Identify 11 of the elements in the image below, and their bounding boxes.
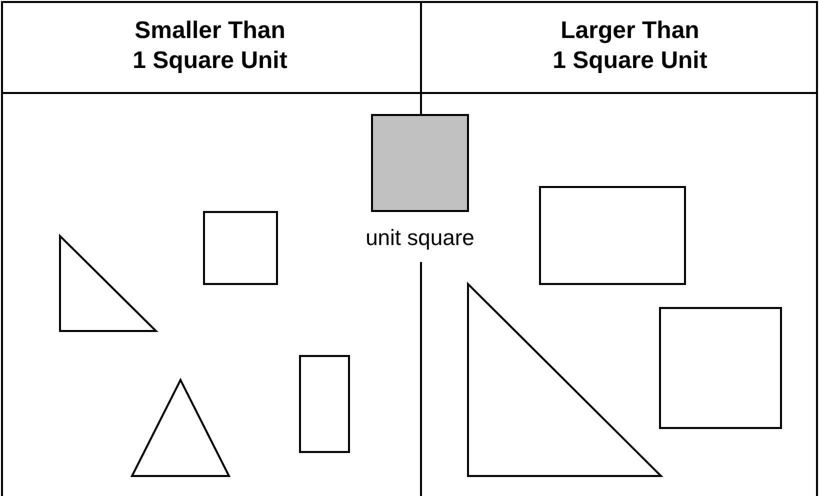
- right-triangle: [59, 234, 158, 332]
- large-rectangle: [539, 186, 686, 285]
- narrow-rectangle: [299, 355, 350, 453]
- column-header: Smaller Than 1 Square Unit: [132, 16, 288, 76]
- large-square: [659, 307, 782, 429]
- small-square: [203, 211, 278, 285]
- large-right-triangle: [467, 282, 664, 477]
- shape-label: unit square: [364, 224, 476, 252]
- column-header: Larger Than 1 Square Unit: [552, 16, 708, 76]
- triangle: [130, 378, 231, 477]
- unit-square: [371, 114, 469, 212]
